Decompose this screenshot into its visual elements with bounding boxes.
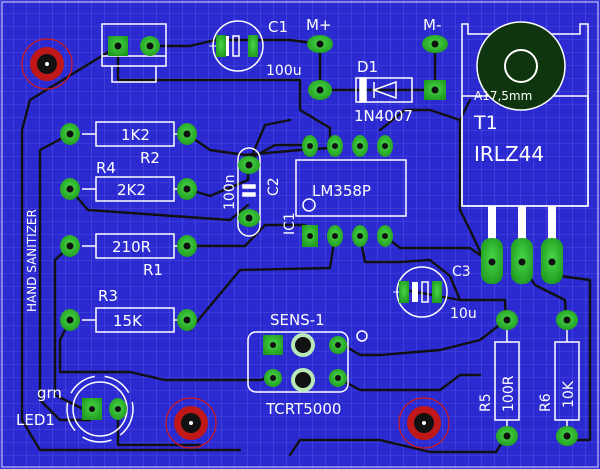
r1-pads <box>60 235 197 257</box>
t1-hole-label: A17,5mm <box>474 89 532 103</box>
r3-ref-label: R3 <box>98 287 118 305</box>
mounting-hole-bottom-middle <box>165 397 217 449</box>
r4-ref-label: R4 <box>96 159 116 177</box>
ic1-value-label: LM358P <box>312 182 371 200</box>
c1-pad-2 <box>248 35 258 57</box>
m-plus-label: M+ <box>306 16 332 34</box>
r2-pads <box>60 123 197 145</box>
capacitor-c2-outline <box>237 147 261 237</box>
svg-text:+: + <box>392 285 402 299</box>
t1-ref-label: T1 <box>473 112 498 134</box>
c2-value-label: 100n <box>222 174 238 210</box>
r4-pads <box>60 178 197 200</box>
mounting-hole-top-left <box>21 38 73 90</box>
m-minus-label: M- <box>423 16 441 34</box>
r1-value-label: 210R <box>112 238 151 256</box>
ic1-outline <box>295 159 407 217</box>
d1-ref-label: D1 <box>357 58 378 76</box>
c3-ref-label: C3 <box>452 264 471 280</box>
c1-value-label: 100u <box>266 63 302 79</box>
t1-legs <box>488 206 556 242</box>
led1-pads <box>82 398 127 420</box>
sensor-value-label: TCRT5000 <box>265 400 341 418</box>
transistor-t1-outline <box>461 21 589 207</box>
pads <box>60 35 578 446</box>
r2-value-label: 1K2 <box>121 126 150 144</box>
svg-text:+: + <box>208 39 218 53</box>
mounting-hole-bottom-right <box>398 397 450 449</box>
r5-value-label: 100R <box>501 375 517 412</box>
board-title: HAND SANITIZER <box>25 209 39 312</box>
sensor-pads <box>263 333 347 392</box>
connector-pad-1 <box>108 36 128 56</box>
r6-value-label: 10K <box>561 380 577 408</box>
ic1-pads-top <box>302 135 393 157</box>
led1-value-label: grn <box>37 384 62 402</box>
m-plus-pad <box>307 35 333 53</box>
r4-value-label: 2K2 <box>117 181 146 199</box>
c3-value-label: 10u <box>450 306 477 322</box>
c1-ref-label: C1 <box>268 18 288 36</box>
r2-ref-label: R2 <box>140 149 160 167</box>
r6-pads <box>556 310 578 446</box>
c2-pads <box>238 156 260 227</box>
sensor-outline <box>247 330 368 393</box>
ic1-ref-label: IC1 <box>282 212 298 235</box>
c1-pad-1 <box>216 35 226 57</box>
sensor-ref-label: SENS-1 <box>270 311 325 329</box>
t1-value-label: IRLZ44 <box>474 142 544 166</box>
ic1-pads-bottom <box>302 225 393 247</box>
m-minus-pad <box>422 35 448 53</box>
connector-pad-2 <box>140 36 160 56</box>
silkscreen-labels: C1 100u M+ M- D1 1N4007 1K2 R2 R4 2K2 21… <box>16 16 577 429</box>
r5-ref-label: R5 <box>478 393 494 412</box>
d1-pad-2 <box>424 80 446 100</box>
r6-ref-label: R6 <box>538 393 554 412</box>
capacitor-c3-outline: + <box>392 266 448 318</box>
c3-pads <box>399 281 442 303</box>
diode-d1-outline <box>355 77 413 103</box>
t1-pads <box>481 238 563 284</box>
d1-value-label: 1N4007 <box>354 107 413 125</box>
d1-pad-1 <box>308 80 332 100</box>
r5-pads <box>496 310 518 446</box>
r3-value-label: 15K <box>113 312 143 330</box>
r1-ref-label: R1 <box>143 261 163 279</box>
c2-ref-label: C2 <box>266 177 282 196</box>
led1-ref-label: LED1 <box>16 411 55 429</box>
r3-pads <box>60 309 197 331</box>
